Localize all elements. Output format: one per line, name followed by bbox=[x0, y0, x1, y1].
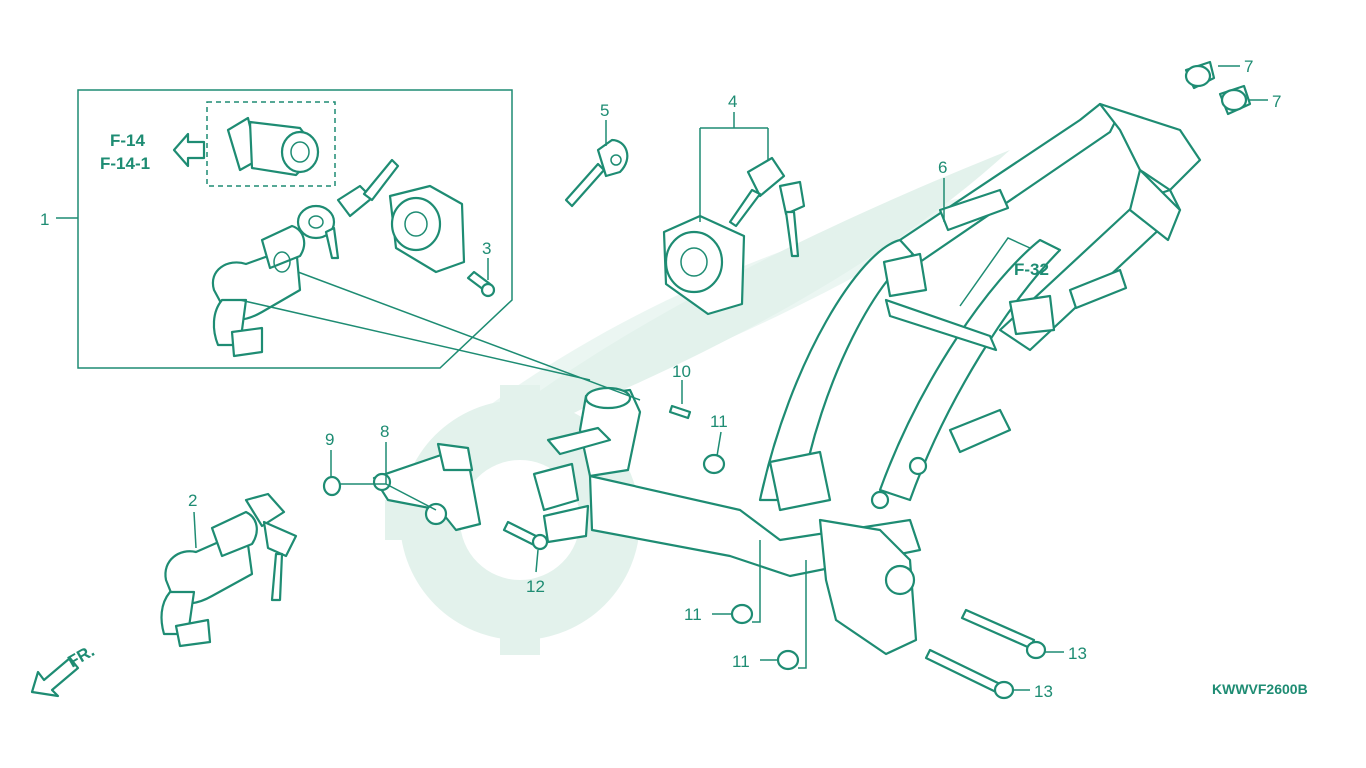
frame-body-6 bbox=[532, 102, 1202, 656]
label-11-lower: 11 bbox=[732, 652, 750, 671]
grommet-7b bbox=[1218, 84, 1252, 116]
label-6: 6 bbox=[938, 158, 947, 177]
label-7-lower: 7 bbox=[1272, 92, 1281, 111]
grommet-7a bbox=[1184, 60, 1216, 90]
hanger-bracket-8 bbox=[372, 442, 482, 532]
ignition-switch-2 bbox=[160, 492, 298, 648]
label-11-upper: 11 bbox=[710, 412, 728, 431]
label-13-lower: 13 bbox=[1034, 682, 1053, 701]
label-7-upper: 7 bbox=[1244, 57, 1253, 76]
label-2: 2 bbox=[188, 491, 197, 510]
label-9: 9 bbox=[325, 430, 334, 449]
label-10: 10 bbox=[672, 362, 691, 381]
nut-11c bbox=[776, 649, 800, 671]
key-5 bbox=[564, 138, 629, 208]
nut-11b bbox=[730, 603, 754, 625]
label-4: 4 bbox=[728, 92, 737, 111]
bolt-13a bbox=[960, 608, 1036, 650]
label-12: 12 bbox=[526, 577, 545, 596]
label-11-middle: 11 bbox=[684, 605, 702, 624]
label-8: 8 bbox=[380, 422, 389, 441]
front-direction-arrow: FR. bbox=[30, 641, 98, 698]
arrow-down-left-icon bbox=[30, 656, 80, 698]
ref-f-14[interactable]: F-14 bbox=[110, 131, 146, 150]
drawing-code: KWWVF2600B bbox=[1212, 681, 1308, 697]
arrow-left-icon bbox=[172, 132, 206, 168]
ref-f-32[interactable]: F-32 bbox=[1014, 260, 1049, 279]
cylinder-inset-box bbox=[206, 101, 336, 187]
ref-f-14-1[interactable]: F-14-1 bbox=[100, 154, 150, 173]
label-13-upper: 13 bbox=[1068, 644, 1087, 663]
key-set-4 bbox=[662, 156, 806, 316]
combination-switch bbox=[211, 224, 306, 358]
nut-11a bbox=[702, 453, 726, 475]
bolt-10 bbox=[668, 404, 692, 420]
label-1: 1 bbox=[40, 210, 49, 229]
label-5: 5 bbox=[600, 101, 609, 120]
kit-boundary bbox=[77, 89, 513, 369]
washer-9 bbox=[322, 475, 342, 497]
seat-lock-cover-kit bbox=[388, 184, 466, 274]
leader-lines bbox=[56, 65, 1268, 691]
label-3: 3 bbox=[482, 239, 491, 258]
key-set-kit bbox=[296, 158, 400, 260]
lock-cylinder-inset bbox=[226, 116, 320, 177]
bolt-13b bbox=[924, 648, 1002, 694]
